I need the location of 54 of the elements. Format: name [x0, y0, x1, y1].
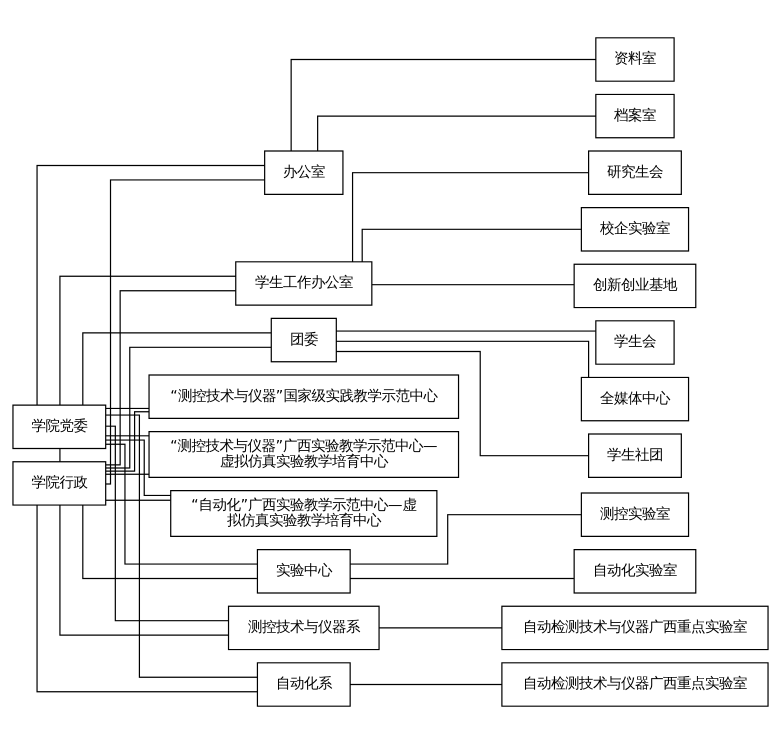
- node-box: 学生工作办公室: [235, 260, 372, 306]
- connector: [106, 473, 149, 474]
- connector: [317, 115, 596, 150]
- connector: [36, 164, 264, 404]
- node-box: 团委: [270, 317, 337, 362]
- connector: [336, 330, 596, 332]
- connector: [59, 275, 236, 404]
- node-box: 校企实验室: [580, 206, 690, 252]
- connector: [106, 434, 149, 436]
- node-box: 实验中心: [256, 548, 351, 594]
- connector: [106, 414, 258, 678]
- node-box: 学生会: [595, 320, 675, 364]
- node-box: 全媒体中心: [580, 376, 690, 421]
- connector: [336, 350, 589, 456]
- node-box: 自动检测技术与仪器广西重点实验室: [501, 662, 769, 706]
- connector: [106, 346, 272, 468]
- connector: [59, 448, 61, 461]
- connector: [106, 499, 170, 500]
- node-box: 学生社团: [588, 432, 682, 478]
- node-box: 资料室: [595, 36, 675, 82]
- connector: [106, 407, 149, 409]
- node-box: 测控技术与仪器系: [228, 605, 380, 650]
- connector: [82, 332, 272, 404]
- node-box: 创新创业基地: [574, 263, 696, 308]
- node-box: 研究生会: [588, 150, 682, 194]
- connector: [106, 443, 258, 564]
- connector: [36, 504, 258, 692]
- connector: [350, 577, 574, 579]
- node-box: 档案室: [595, 93, 675, 138]
- node-box: “测控技术与仪器”国家级实践教学示范中心: [148, 374, 460, 418]
- node-box: 自动检测技术与仪器广西重点实验室: [501, 605, 769, 650]
- connector: [350, 683, 502, 685]
- node-box: 学院行政: [12, 460, 106, 506]
- node-box: 测控实验室: [580, 492, 690, 536]
- node-box: 学院党委: [12, 404, 106, 449]
- connector: [372, 284, 574, 285]
- connector: [59, 504, 228, 636]
- connector: [106, 178, 264, 484]
- connector: [290, 58, 596, 150]
- node-box: “自动化”广西实验教学示范中心—虚拟仿真实验教学培育中心: [170, 490, 438, 536]
- node-box: “测控技术与仪器”广西实验教学示范中心—虚拟仿真实验教学培育中心: [148, 430, 460, 478]
- node-box: 办公室: [264, 150, 344, 194]
- connector: [106, 290, 236, 465]
- connector: [350, 514, 582, 564]
- connector: [336, 340, 590, 377]
- connector: [82, 504, 257, 579]
- connector: [352, 172, 588, 262]
- node-box: 自动化系: [256, 662, 351, 706]
- node-box: 自动化实验室: [574, 548, 696, 594]
- connector: [106, 425, 228, 621]
- connector: [379, 626, 502, 628]
- connector: [362, 228, 582, 262]
- connector: [106, 410, 150, 472]
- connector: [106, 438, 171, 496]
